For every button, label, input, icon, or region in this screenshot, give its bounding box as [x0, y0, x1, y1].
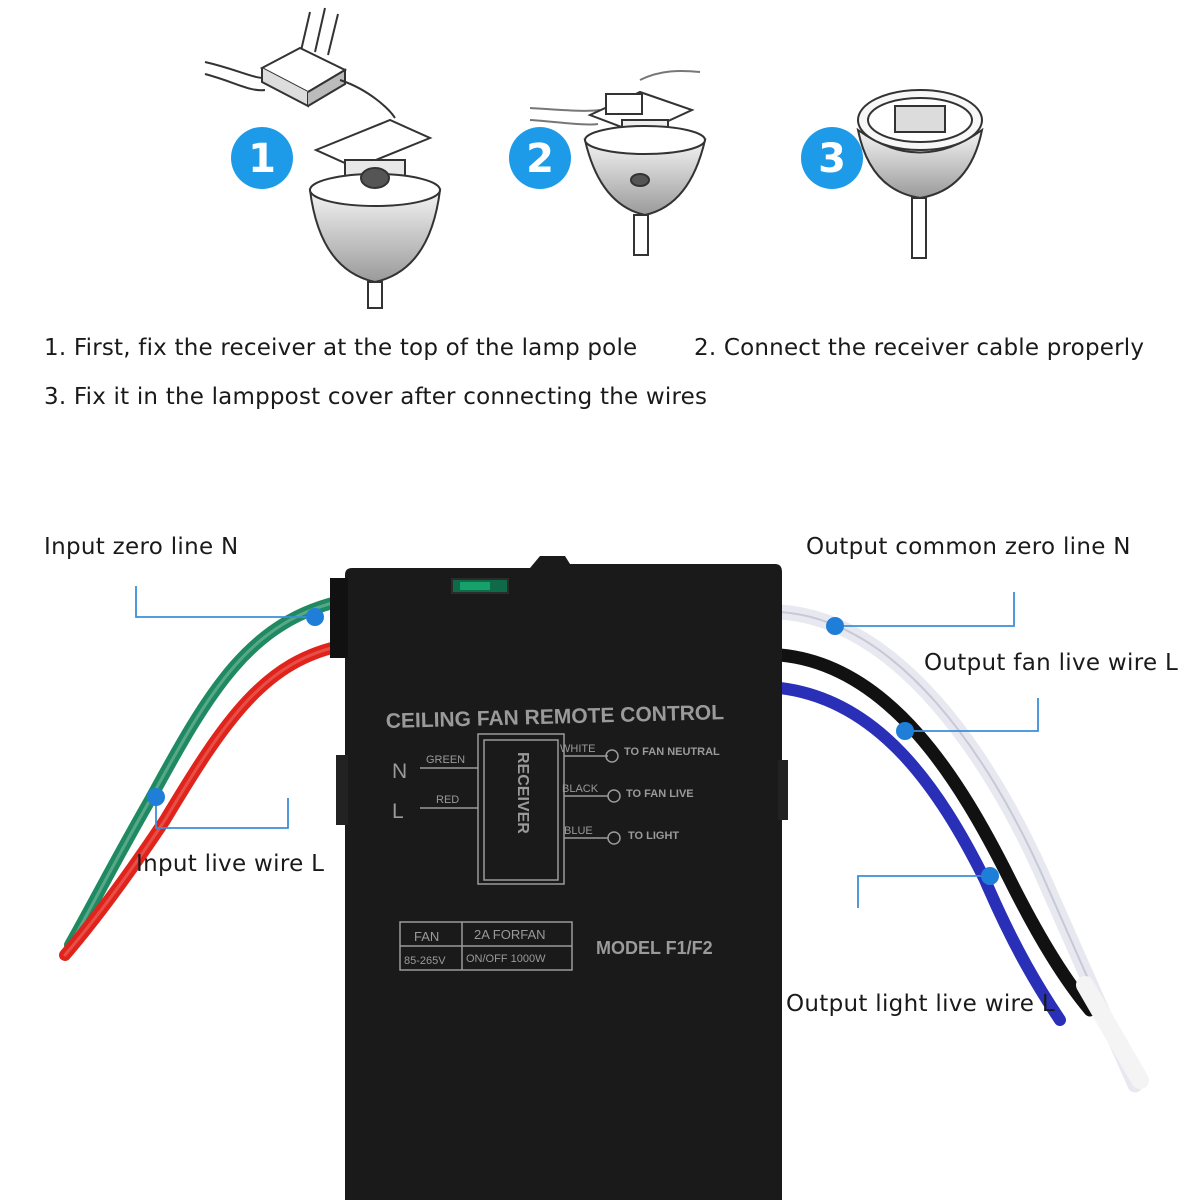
step-3-caption: 3. Fix it in the lamppost cover after co…	[44, 384, 708, 410]
svg-text:85-265V: 85-265V	[404, 955, 446, 967]
svg-text:2A FORFAN: 2A FORFAN	[474, 927, 546, 942]
green-wire	[64, 594, 351, 951]
svg-text:3: 3	[818, 136, 846, 182]
input-live-dot	[147, 788, 165, 806]
receiver-case	[330, 556, 788, 1200]
svg-text:BLACK: BLACK	[562, 783, 599, 795]
output-light-live-dot	[981, 867, 999, 885]
case-printing	[399, 733, 621, 971]
step-1-caption: 1. First, fix the receiver at the top of…	[44, 335, 638, 361]
output-fan-live-dot	[896, 722, 914, 740]
svg-text:WHITE: WHITE	[560, 743, 595, 755]
svg-text:GREEN: GREEN	[426, 754, 465, 766]
output-wires	[772, 604, 1149, 1093]
svg-text:RECEIVER: RECEIVER	[514, 752, 531, 834]
step-2-badge: 2	[509, 127, 571, 189]
svg-text:ON/OFF 1000W: ON/OFF 1000W	[466, 953, 546, 965]
output-common-zero-label: Output common zero line N	[806, 534, 1131, 560]
blue-wire	[774, 682, 1066, 1026]
output-fan-live-label: Output fan live wire L	[924, 650, 1179, 676]
step-3-badge: 3	[801, 127, 863, 189]
wiring-diagram: CEILING FAN REMOTE CONTROL N L GREEN RED…	[59, 556, 1149, 1200]
input-wires	[59, 594, 351, 961]
output-light-live-label: Output light live wire L	[786, 991, 1055, 1017]
black-wire	[773, 648, 1097, 1017]
step-2-caption: 2. Connect the receiver cable properly	[694, 335, 1145, 361]
red-wire	[59, 639, 351, 961]
svg-text:TO FAN NEUTRAL: TO FAN NEUTRAL	[624, 746, 720, 758]
svg-text:L: L	[392, 800, 404, 823]
step-1-badge: 1	[231, 127, 293, 189]
output-common-zero-dot	[826, 617, 844, 635]
step-3-drawing	[856, 89, 984, 259]
svg-text:N: N	[392, 760, 407, 783]
svg-text:FAN: FAN	[414, 929, 439, 944]
step-2-drawing	[529, 70, 707, 256]
installation-steps-illustration: 1 2 3	[204, 7, 984, 309]
svg-text:MODEL F1/F2: MODEL F1/F2	[596, 938, 713, 958]
svg-text:TO FAN LIVE: TO FAN LIVE	[626, 788, 694, 800]
input-zero-label: Input zero line N	[44, 534, 239, 560]
input-live-label: Input live wire L	[136, 851, 325, 877]
svg-text:TO LIGHT: TO LIGHT	[628, 830, 679, 842]
svg-text:2: 2	[526, 136, 554, 182]
input-zero-dot	[306, 608, 324, 626]
callout-lines	[135, 586, 1039, 908]
step-1-drawing	[204, 7, 442, 309]
svg-text:RED: RED	[436, 794, 459, 806]
callout-dots	[147, 608, 999, 885]
svg-text:1: 1	[248, 136, 276, 182]
svg-text:BLUE: BLUE	[564, 825, 593, 837]
